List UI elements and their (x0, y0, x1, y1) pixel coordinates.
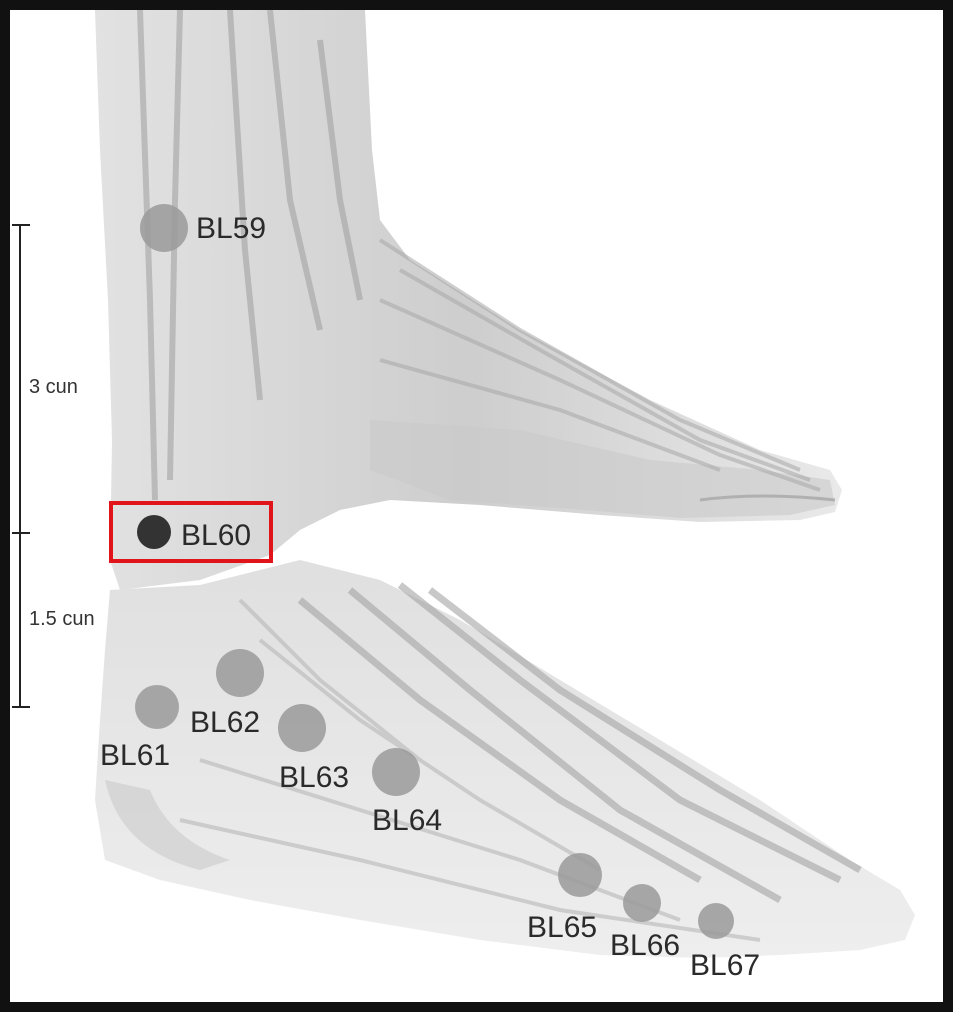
point-marker (558, 853, 602, 897)
point-label: BL65 (527, 911, 597, 944)
point-label: BL63 (279, 761, 349, 794)
lower-foot-illustration (95, 560, 915, 958)
point-marker (140, 204, 188, 252)
point-marker (623, 884, 661, 922)
scale-label-upper: 3 cun (29, 376, 78, 398)
scale-label-lower: 1.5 cun (29, 608, 95, 630)
point-marker-active (137, 515, 171, 549)
point-label: BL59 (196, 212, 266, 245)
point-marker (372, 748, 420, 796)
point-label: BL61 (100, 739, 170, 772)
point-label: BL60 (181, 519, 251, 552)
acupoint-bl59: BL59 (140, 204, 266, 252)
point-label: BL62 (190, 706, 260, 739)
point-marker (278, 704, 326, 752)
point-marker (698, 903, 734, 939)
cun-scale-bar: 3 cun 1.5 cun (12, 225, 95, 707)
point-label: BL67 (690, 949, 760, 982)
foot-diagram: 3 cun 1.5 cun BL59 BL60 BL61 BL62 BL63 B… (10, 10, 943, 1002)
point-label: BL66 (610, 929, 680, 962)
point-label: BL64 (372, 804, 442, 837)
point-marker (216, 649, 264, 697)
point-marker (135, 685, 179, 729)
